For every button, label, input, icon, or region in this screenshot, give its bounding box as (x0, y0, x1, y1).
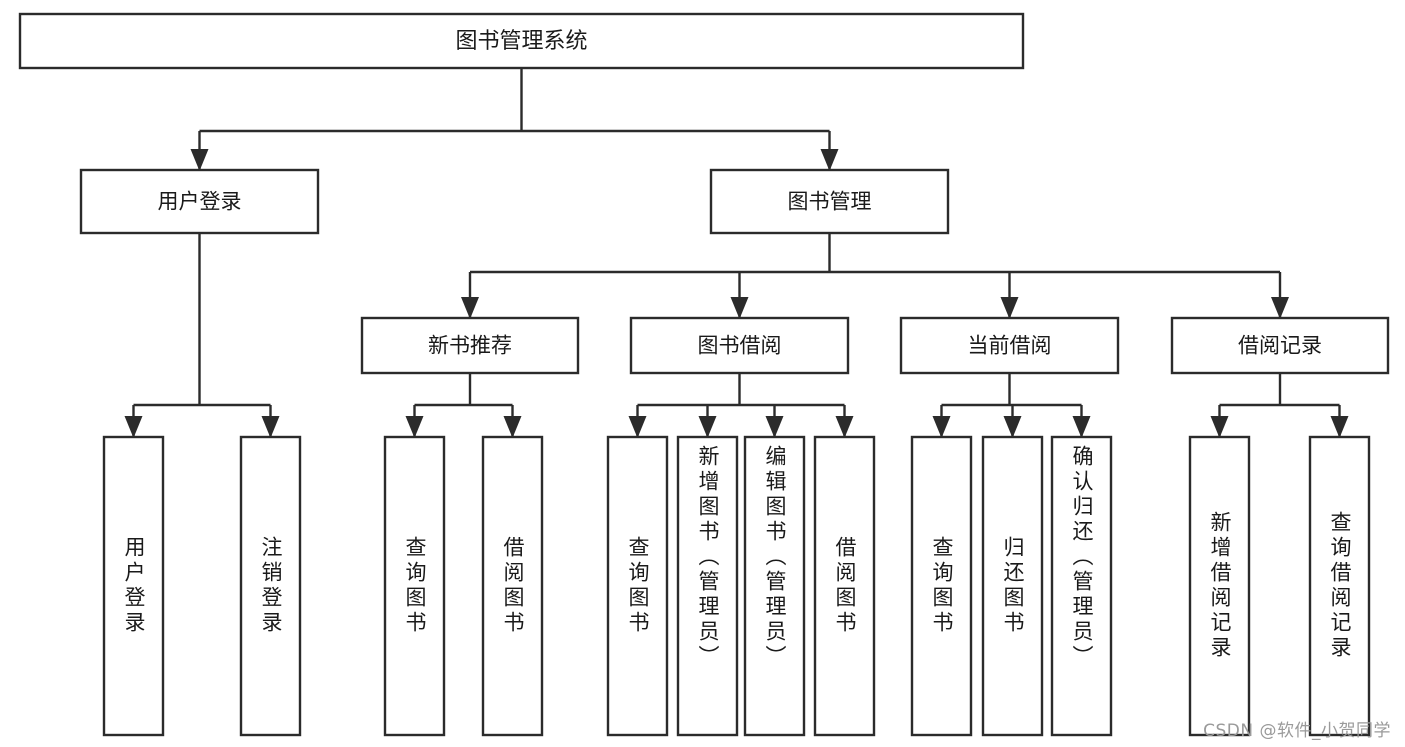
node-box-book-borrow[interactable] (629, 316, 850, 375)
node-box-leaf-edit-book[interactable] (743, 435, 806, 737)
node-leaf-query-book-rec[interactable] (383, 435, 446, 737)
node-leaf-borrow-book-rec[interactable] (481, 435, 544, 737)
node-box-leaf-add-record[interactable] (1188, 435, 1251, 737)
arrow-head-icon (1003, 416, 1022, 438)
node-box-leaf-add-book[interactable] (676, 435, 739, 737)
node-borrow-record[interactable] (1170, 316, 1390, 375)
node-box-leaf-user-login[interactable] (102, 435, 165, 737)
node-leaf-add-book[interactable] (676, 435, 739, 737)
node-leaf-return-book[interactable] (981, 435, 1044, 737)
node-leaf-logout[interactable] (239, 435, 302, 737)
node-box-leaf-borrow-book-rec[interactable] (481, 435, 544, 737)
node-box-root[interactable] (18, 12, 1025, 70)
node-box-current-borrow[interactable] (899, 316, 1120, 375)
node-box-leaf-query-record[interactable] (1308, 435, 1371, 737)
node-leaf-query-record[interactable] (1308, 435, 1371, 737)
arrow-head-icon (1000, 297, 1019, 319)
node-label-book-manage: 图书管理 (788, 190, 872, 214)
node-box-new-book-rec[interactable] (360, 316, 580, 375)
node-leaf-query-book-cur[interactable] (910, 435, 973, 737)
node-box-leaf-query-book-bor[interactable] (606, 435, 669, 737)
arrow-head-icon (1210, 416, 1229, 438)
arrow-head-icon (698, 416, 717, 438)
node-leaf-query-book-bor[interactable] (606, 435, 669, 737)
node-label-new-book-rec: 新书推荐 (428, 334, 512, 358)
arrow-head-icon (730, 297, 749, 319)
connectors-layer (124, 68, 1349, 438)
arrow-head-icon (820, 149, 839, 171)
node-new-book-rec[interactable] (360, 316, 580, 375)
node-leaf-add-record[interactable] (1188, 435, 1251, 737)
arrow-head-icon (124, 416, 143, 438)
node-label-current-borrow: 当前借阅 (968, 334, 1052, 358)
node-label-borrow-record: 借阅记录 (1238, 334, 1322, 358)
arrow-head-icon (932, 416, 951, 438)
node-label-book-borrow: 图书借阅 (698, 334, 782, 358)
node-box-user-login[interactable] (79, 168, 320, 235)
arrow-head-icon (765, 416, 784, 438)
node-box-leaf-logout[interactable] (239, 435, 302, 737)
arrow-head-icon (835, 416, 854, 438)
arrow-head-icon (461, 297, 479, 319)
node-box-leaf-query-book-cur[interactable] (910, 435, 973, 737)
arrow-head-icon (503, 416, 522, 438)
arrow-head-icon (1072, 416, 1091, 438)
node-box-borrow-record[interactable] (1170, 316, 1390, 375)
arrow-head-icon (405, 416, 424, 438)
node-user-login[interactable] (79, 168, 320, 235)
node-box-leaf-borrow-book-bor[interactable] (813, 435, 876, 737)
node-book-borrow[interactable] (629, 316, 850, 375)
node-leaf-edit-book[interactable] (743, 435, 806, 737)
node-leaf-confirm-return[interactable] (1050, 435, 1113, 737)
node-root[interactable] (18, 12, 1025, 70)
node-book-manage[interactable] (709, 168, 950, 235)
node-label-root: 图书管理系统 (455, 29, 587, 54)
node-leaf-borrow-book-bor[interactable] (813, 435, 876, 737)
arrow-head-icon (1330, 416, 1349, 438)
node-box-leaf-return-book[interactable] (981, 435, 1044, 737)
node-box-book-manage[interactable] (709, 168, 950, 235)
node-box-leaf-query-book-rec[interactable] (383, 435, 446, 737)
arrow-head-icon (1271, 297, 1289, 319)
node-label-user-login: 用户登录 (158, 190, 242, 214)
arrow-head-icon (628, 416, 647, 438)
node-leaf-user-login[interactable] (102, 435, 165, 737)
node-boxes-layer (18, 12, 1390, 737)
node-box-leaf-confirm-return[interactable] (1050, 435, 1113, 737)
arrow-head-icon (261, 416, 280, 438)
node-current-borrow[interactable] (899, 316, 1120, 375)
arrow-head-icon (190, 149, 209, 171)
